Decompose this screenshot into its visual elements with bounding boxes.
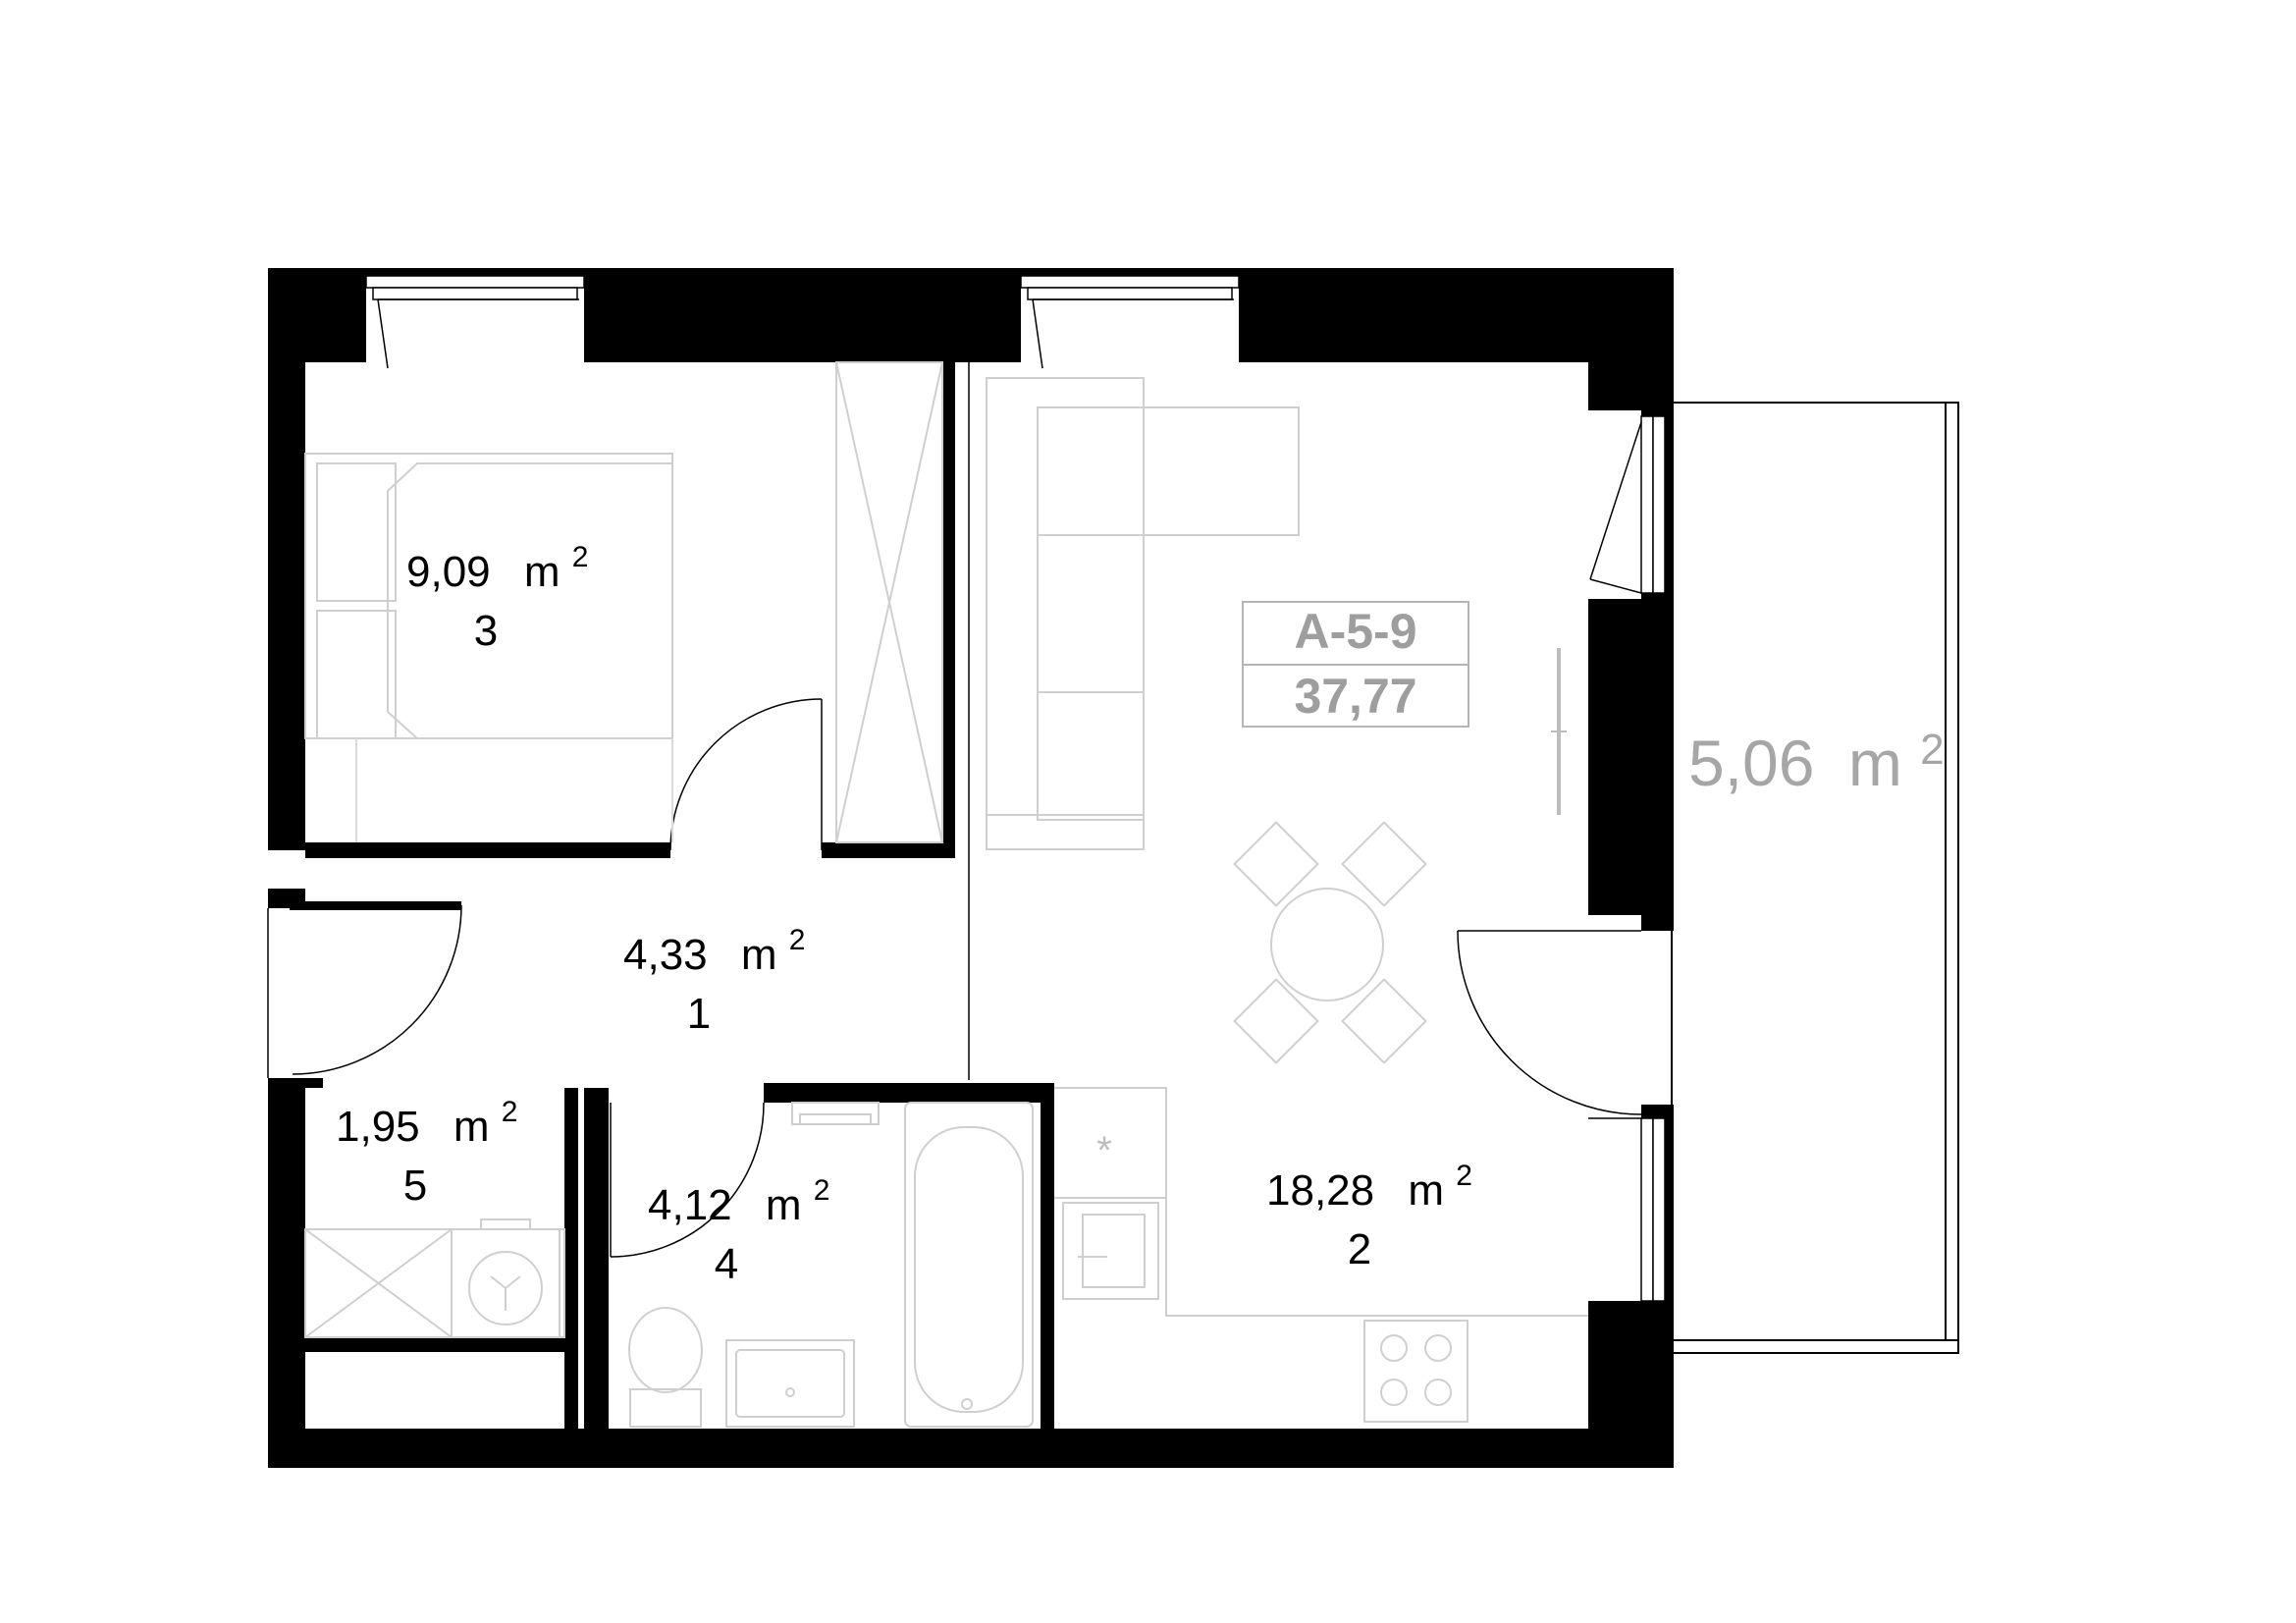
room-number: 4 <box>715 1240 738 1288</box>
room-area-sup: 2 <box>572 541 589 573</box>
svg-text:4,12 m 2: 4,12 m 2 <box>648 1174 829 1229</box>
balcony-area: 5,06 <box>1688 727 1814 799</box>
room-area-unit: m <box>524 548 561 596</box>
room-area-unit: m <box>454 1103 490 1151</box>
room-number: 2 <box>1348 1225 1371 1273</box>
door-entrance <box>267 901 462 1078</box>
room-area: 4,33 <box>623 931 708 979</box>
window-living <box>1020 275 1240 369</box>
dining-table <box>1233 821 1427 1064</box>
room-number: 3 <box>474 607 498 655</box>
balcony <box>1671 402 1959 1354</box>
svg-text:4,33 m 2: 4,33 m 2 <box>623 924 805 979</box>
room-area-sup: 2 <box>502 1096 518 1128</box>
room-area-sup: 2 <box>1456 1160 1472 1192</box>
storage-washer <box>304 1218 565 1338</box>
room-area-unit: m <box>766 1181 802 1229</box>
wardrobe <box>835 361 943 843</box>
room-area: 18,28 <box>1266 1166 1374 1215</box>
interior-walls <box>305 362 1054 1429</box>
unit-code: A-5-9 <box>1294 604 1416 659</box>
svg-text:18,28 m 2: 18,28 m 2 <box>1266 1160 1472 1215</box>
bed <box>304 453 673 842</box>
balcony-area-sup: 2 <box>1920 726 1944 774</box>
room-area-sup: 2 <box>814 1174 830 1207</box>
room-label-3: 9,09 m 2 3 <box>406 541 588 655</box>
room-area: 1,95 <box>336 1103 420 1151</box>
svg-text:*: * <box>1096 1129 1112 1172</box>
svg-text:1,95 m 2: 1,95 m 2 <box>336 1096 517 1151</box>
room-label-2: 18,28 m 2 2 <box>1266 1160 1472 1273</box>
window-right <box>1589 415 1666 594</box>
svg-text:5,06 m 2: 5,06 m 2 <box>1688 726 1945 799</box>
tv <box>1551 648 1567 815</box>
window-bedroom <box>365 275 585 369</box>
sofa <box>986 377 1300 850</box>
room-label-5: 1,95 m 2 5 <box>336 1096 517 1210</box>
balcony-area-unit: m <box>1848 727 1902 799</box>
unit-total-area: 37,77 <box>1294 669 1416 724</box>
room-number: 1 <box>687 990 711 1038</box>
window-right-lower <box>1588 1117 1666 1302</box>
room-number: 5 <box>403 1162 427 1210</box>
room-area-sup: 2 <box>789 924 806 956</box>
bathroom-fixtures <box>628 1102 1034 1428</box>
door-bedroom <box>669 698 823 851</box>
room-area-unit: m <box>1408 1166 1444 1215</box>
door-balcony <box>1457 930 1642 1115</box>
room-label-1: 4,33 m 2 1 <box>623 924 805 1038</box>
room-area: 9,09 <box>406 548 491 596</box>
kitchen: * <box>1054 1087 1588 1423</box>
outer-walls <box>268 268 1674 1468</box>
door-bathroom <box>610 1102 765 1258</box>
room-area-unit: m <box>741 931 777 979</box>
room-label-4: 4,12 m 2 4 <box>648 1174 829 1288</box>
svg-text:9,09 m 2: 9,09 m 2 <box>406 541 588 596</box>
balcony-label: 5,06 m 2 <box>1688 726 1945 799</box>
unit-label: A-5-9 37,77 <box>1242 601 1469 728</box>
room-area: 4,12 <box>648 1181 732 1229</box>
